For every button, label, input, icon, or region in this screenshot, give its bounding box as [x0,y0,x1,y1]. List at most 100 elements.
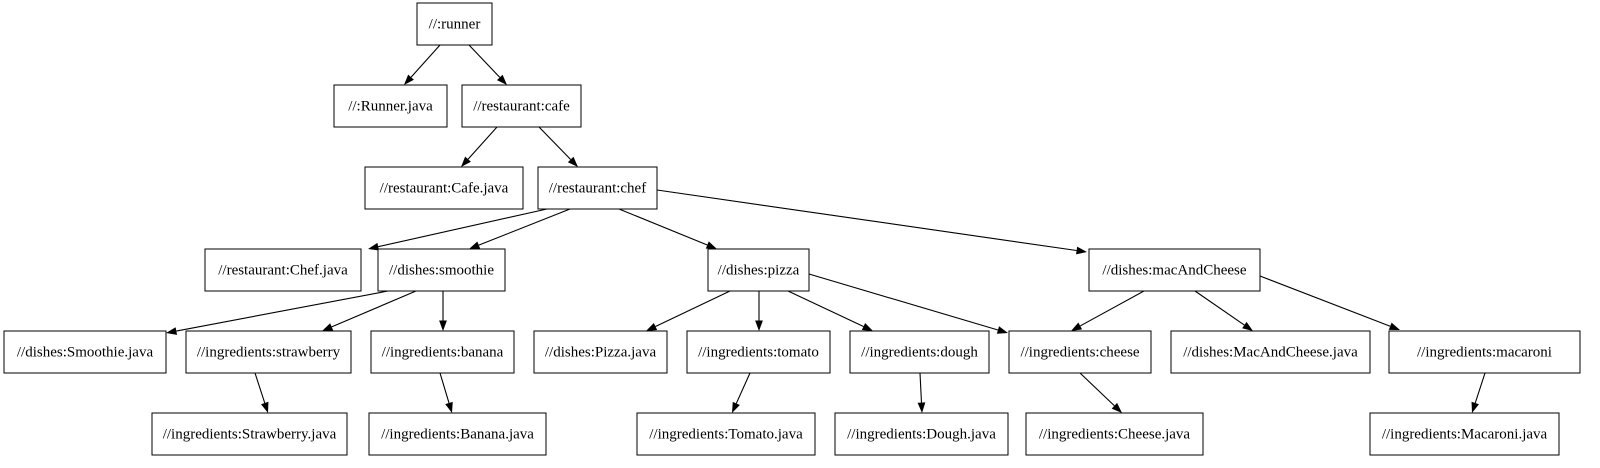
arrowhead-icon [1111,402,1122,413]
arrowhead-icon [439,320,447,331]
node-box[interactable] [1008,330,1152,374]
arrowhead-icon [646,322,658,331]
node-label: //:Runner.java [348,98,433,114]
node-box[interactable] [1088,248,1261,292]
graph-node-mac_java[interactable]: //dishes:MacAndCheese.java [1170,330,1371,374]
edge-ing_macaroni-to-macaroni_java [1471,372,1486,413]
arrowhead-icon [469,241,481,249]
edge-dishes_pizza-to-ing_tomato [755,291,763,331]
node-label: //restaurant:cafe [473,98,570,114]
arrowhead-icon [322,323,334,331]
node-label: //dishes:pizza [718,262,800,278]
node-box[interactable] [368,412,547,456]
graph-node-banana_java[interactable]: //ingredients:Banana.java [368,412,547,456]
node-box[interactable] [533,330,668,374]
node-box[interactable] [370,330,515,374]
node-label: //ingredients:Dough.java [847,426,996,442]
node-box[interactable] [333,84,448,128]
node-label: //ingredients:cheese [1020,344,1139,360]
graph-node-tomato_java[interactable]: //ingredients:Tomato.java [636,412,816,456]
arrowhead-icon [1388,322,1400,330]
graph-node-cheese_java[interactable]: //ingredients:Cheese.java [1025,412,1204,456]
node-box[interactable] [204,248,362,292]
graph-node-ing_dough[interactable]: //ingredients:dough [849,330,990,374]
node-box[interactable] [686,330,831,374]
graph-node-dishes_mac[interactable]: //dishes:macAndCheese [1088,248,1261,292]
graph-node-pizza_java[interactable]: //dishes:Pizza.java [533,330,668,374]
graph-node-restaurant_cafe[interactable]: //restaurant:cafe [461,84,582,128]
node-box[interactable] [377,248,506,292]
arrowhead-icon [368,242,380,251]
graph-node-ing_tomato[interactable]: //ingredients:tomato [686,330,831,374]
edge-line [468,44,501,78]
node-label: //dishes:Pizza.java [545,344,657,360]
node-box[interactable] [1025,412,1204,456]
graph-node-smoothie_java[interactable]: //dishes:Smoothie.java [3,330,167,374]
node-box[interactable] [416,2,493,46]
graph-node-ing_strawberry[interactable]: //ingredients:strawberry [185,330,352,374]
node-box[interactable] [636,412,816,456]
edge-ing_banana-to-banana_java [439,372,453,413]
node-box[interactable] [3,330,167,374]
node-label: //ingredients:Tomato.java [649,426,803,442]
arrowhead-icon [1471,401,1479,413]
edge-restaurant_chef-to-chef_java [368,208,548,251]
graph-node-dough_java[interactable]: //ingredients:Dough.java [834,412,1009,456]
node-box[interactable] [1170,330,1371,374]
edges-layer [166,44,1486,413]
graph-node-restaurant_chef[interactable]: //restaurant:chef [537,166,658,210]
edge-line [254,372,266,404]
node-label: //ingredients:tomato [698,344,819,360]
graph-node-chef_java[interactable]: //restaurant:Chef.java [204,248,362,292]
edge-line [808,273,999,331]
node-label: //restaurant:chef [549,180,646,196]
node-box[interactable] [1369,412,1560,456]
node-box[interactable] [185,330,352,374]
node-label: //ingredients:Banana.java [381,426,534,442]
node-box[interactable] [461,84,582,128]
graph-node-cafe_java[interactable]: //restaurant:Cafe.java [364,166,524,210]
graph-node-runner[interactable]: //:runner [416,2,493,46]
edge-dishes_smoothie-to-smoothie_java [166,290,389,335]
node-box[interactable] [537,166,658,210]
node-box[interactable] [151,412,348,456]
node-box[interactable] [1388,330,1581,374]
arrowhead-icon [732,401,740,413]
edge-ing_cheese-to-cheese_java [1079,372,1122,413]
edge-dishes_smoothie-to-ing_strawberry [322,290,417,331]
arrowhead-icon [166,327,178,335]
edge-restaurant_cafe-to-restaurant_chef [538,126,578,167]
graph-node-ing_cheese[interactable]: //ingredients:cheese [1008,330,1152,374]
graph-node-ing_banana[interactable]: //ingredients:banana [370,330,515,374]
node-label: //dishes:MacAndCheese.java [1183,344,1358,360]
graph-node-strawberry_java[interactable]: //ingredients:Strawberry.java [151,412,348,456]
graph-node-macaroni_java[interactable]: //ingredients:Macaroni.java [1369,412,1560,456]
node-label: //ingredients:Cheese.java [1039,426,1191,442]
node-label: //:runner [429,16,481,32]
arrowhead-icon [917,402,926,413]
graph-node-dishes_pizza[interactable]: //dishes:pizza [707,248,810,292]
edge-ing_strawberry-to-strawberry_java [254,372,269,413]
edge-line [735,372,751,404]
node-box[interactable] [707,248,810,292]
node-label: //restaurant:Chef.java [218,262,348,278]
arrowhead-icon [445,401,453,413]
node-box[interactable] [834,412,1009,456]
arrowhead-icon [1071,322,1083,331]
node-box[interactable] [364,166,524,210]
node-label: //dishes:smoothie [389,262,494,278]
node-label: //ingredients:strawberry [197,344,341,360]
arrowhead-icon [755,320,763,331]
arrowhead-icon [404,74,414,85]
graph-node-runner_java[interactable]: //:Runner.java [333,84,448,128]
edge-restaurant_cafe-to-cafe_java [461,126,498,167]
node-box[interactable] [849,330,990,374]
arrowhead-icon [461,156,471,167]
graph-node-dishes_smoothie[interactable]: //dishes:smoothie [377,248,506,292]
graph-node-ing_macaroni[interactable]: //ingredients:macaroni [1388,330,1581,374]
edge-line [1079,372,1115,407]
edge-line [919,372,923,403]
edge-ing_tomato-to-tomato_java [732,372,751,413]
